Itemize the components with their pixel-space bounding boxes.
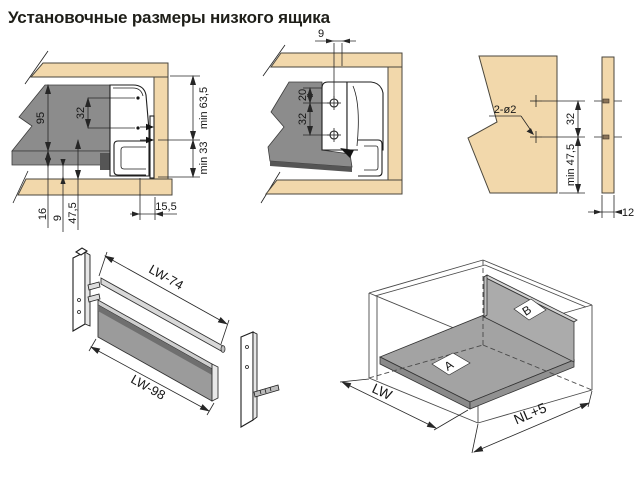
back-panel-edge-view xyxy=(601,56,615,194)
dim-min-47-5-label: min 47,5 xyxy=(565,144,577,186)
label-a: A xyxy=(431,352,471,376)
dim-95: 95 xyxy=(35,84,51,152)
dim-16: 16 xyxy=(37,150,51,228)
cabinet-bottom-panel xyxy=(17,178,173,196)
dim-20-label: 20 xyxy=(297,89,309,101)
slide-rail-profile xyxy=(113,140,146,176)
dim-12: 12 xyxy=(588,195,634,219)
cabinet-bottom-panel xyxy=(264,179,403,195)
cabinet-top-panel xyxy=(270,52,403,68)
hole-cross xyxy=(530,95,542,143)
profile-inner-line xyxy=(352,85,359,147)
hole-symbol xyxy=(327,96,341,142)
label-b: B xyxy=(513,298,547,321)
slide-rail-inner xyxy=(120,146,146,170)
hidden-edge xyxy=(482,344,593,391)
break-line xyxy=(12,170,29,204)
dim-min-47-5: min 47,5 xyxy=(565,136,581,194)
profile-claw xyxy=(340,148,354,158)
front-bracket-strip xyxy=(149,115,155,179)
dim-32-back-label: 32 xyxy=(565,113,577,125)
dim-9-offset-label: 9 xyxy=(318,28,324,40)
dim-20: 20 xyxy=(297,87,322,104)
holes-callout: 2-ø2 xyxy=(489,104,534,135)
slide-rail-profile xyxy=(358,139,383,177)
dim-32-label: 32 xyxy=(75,107,87,119)
dim-9: 9 xyxy=(52,159,66,232)
back-panel-face xyxy=(467,55,558,194)
rear-section-drawing: 9 20 32 xyxy=(260,28,403,204)
dim-min-63-5-label: min 63,5 xyxy=(198,87,210,129)
dim-lw: LW xyxy=(339,378,469,431)
back-panel-drawing: 2-ø2 32 min 47,5 12 xyxy=(467,55,634,219)
dim-min-63-5: min 63,5 xyxy=(158,75,210,178)
front-section-drawing: 95 32 min 63,5 min 33 xyxy=(11,50,210,232)
break-line xyxy=(24,50,49,85)
side-rear-flange xyxy=(321,81,348,151)
screw-arrow xyxy=(140,123,154,144)
dim-15-5-label: 15,5 xyxy=(155,201,176,213)
profile-inner-line xyxy=(113,87,144,97)
hole-notch xyxy=(602,134,610,140)
dim-47-5-label: 47,5 xyxy=(67,202,79,223)
dim-32-rear-label: 32 xyxy=(297,113,309,125)
dim-47-5: 47,5 xyxy=(67,139,81,230)
dim-12-label: 12 xyxy=(622,207,634,219)
rail-bar-end xyxy=(220,345,226,353)
drawer-bottom-edge xyxy=(270,161,352,172)
dim-lw-label: LW xyxy=(370,380,396,403)
dim-9-offset: 9 xyxy=(315,28,356,98)
hole-mark xyxy=(136,126,140,130)
dim-95-label: 95 xyxy=(35,112,47,124)
front-parts-drawing: LW-74 LW-98 xyxy=(72,247,280,428)
hole-notch xyxy=(602,98,610,104)
front-bracket-left xyxy=(72,247,101,332)
dim-lw-74-label: LW-74 xyxy=(146,261,186,292)
dim-32-rear: 32 xyxy=(297,102,329,136)
hidden-edge xyxy=(368,344,484,379)
dim-nl5-label: NL+5 xyxy=(511,399,549,427)
drawer-side-panel xyxy=(11,84,111,152)
holes-callout-label: 2-ø2 xyxy=(494,104,517,116)
page-title: Установочные размеры низкого ящика xyxy=(8,8,330,27)
hole-mark xyxy=(136,96,140,100)
drawer-back-panel-edge xyxy=(387,66,403,181)
dim-min-33-label: min 33 xyxy=(198,141,210,174)
facade-panel xyxy=(153,76,169,180)
dim-16-label: 16 xyxy=(37,208,49,220)
assembly-drawing: A B LW NL+5 xyxy=(339,259,593,454)
break-line xyxy=(262,44,286,77)
cabinet-top-panel xyxy=(29,62,169,78)
front-bracket-right xyxy=(240,331,280,428)
dim-32-back: 32 xyxy=(565,100,581,138)
drawer-side-profile xyxy=(346,81,384,151)
dim-min-33: min 33 xyxy=(190,139,210,178)
slide-rail-inner xyxy=(364,145,379,171)
dim-15-5: 15,5 xyxy=(130,178,177,220)
dim-lw-98-label: LW-98 xyxy=(128,371,168,402)
dim-32: 32 xyxy=(75,97,135,129)
dim-9-label: 9 xyxy=(52,215,64,221)
